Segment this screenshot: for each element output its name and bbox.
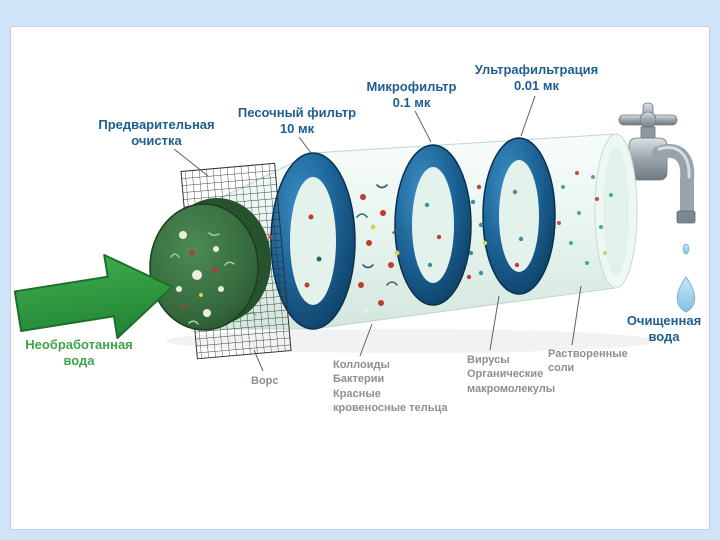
filter-ring-ultrafiltration [482,137,556,295]
water-drop [676,243,696,313]
disc-particles [170,231,235,325]
microfilter-hole-particles [424,202,442,268]
leader-lines [173,95,582,372]
filter-ring-microfilter [394,144,472,306]
raw-water-arrow [13,254,174,339]
pre-filter-disc [149,198,271,331]
salt-particles [557,171,613,265]
filter-ring-sand [270,152,356,330]
colloid-particles [356,184,403,314]
sand-hole-particles [304,214,322,288]
virus-particles [466,184,524,280]
slide-surface: Предварительная очистка Песочный фильтр … [10,26,710,530]
water-filtration-diagram [13,95,696,372]
faucet-icon [618,102,696,224]
